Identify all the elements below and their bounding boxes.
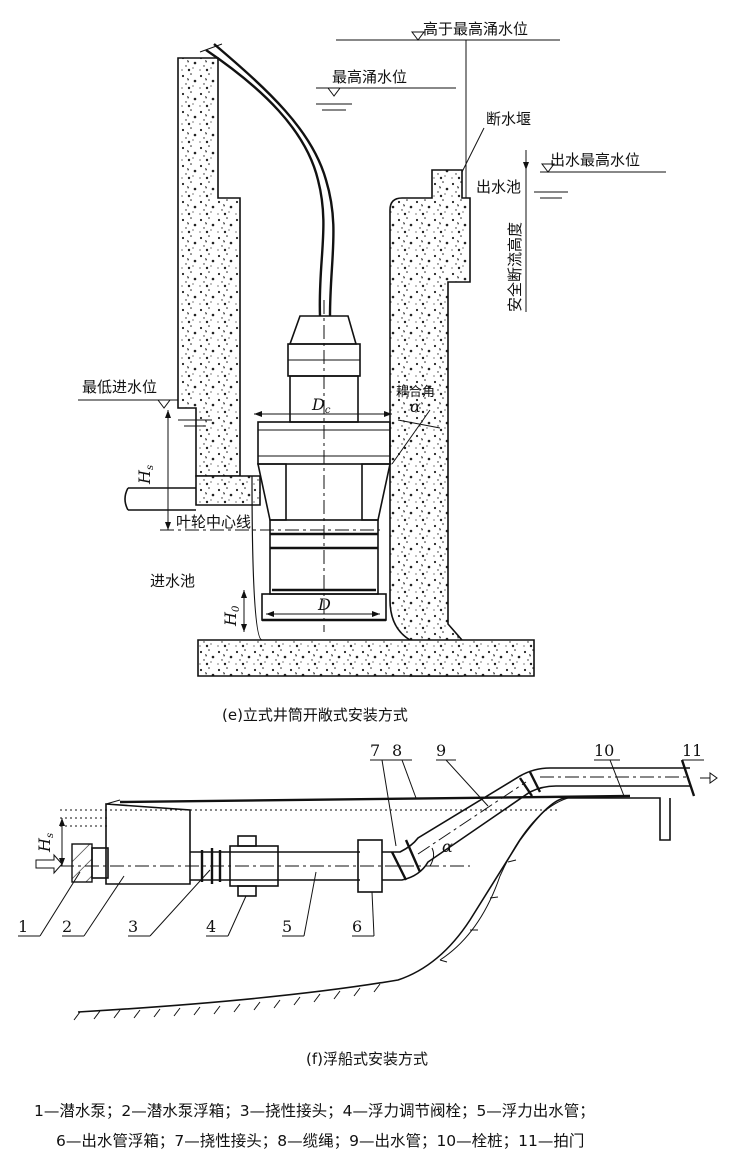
left-wall <box>177 57 241 477</box>
label-outlet-max: 出水最高水位 <box>550 151 640 169</box>
part-3: 3 <box>128 917 138 936</box>
figure-f: Hs α <box>18 741 718 1068</box>
part-4: 4 <box>206 917 216 936</box>
left-wall-lower <box>195 475 261 506</box>
label-hs-sub: s <box>145 465 156 470</box>
label-max-surge: 最高涌水位 <box>332 68 407 86</box>
caption-e: (e)立式井筒开敞式安装方式 <box>222 706 408 724</box>
floor-slab <box>197 639 535 677</box>
label-dc: D <box>311 395 325 414</box>
part-9: 9 <box>436 741 446 760</box>
river-bank <box>77 797 671 1013</box>
label-alpha-e: α <box>410 397 421 416</box>
svg-text:Hs: Hs <box>135 465 156 485</box>
label-inlet-pool: 进水池 <box>150 572 195 590</box>
label-dc-sub: c <box>325 405 331 416</box>
part-number-labels: 1 2 3 4 5 6 7 8 9 10 11 <box>18 741 704 937</box>
label-impeller-center: 叶轮中心线 <box>176 513 251 531</box>
label-alpha-f: α <box>442 837 453 856</box>
label-d: D <box>317 595 331 614</box>
part-2: 2 <box>62 917 72 936</box>
label-outlet-pool: 出水池 <box>476 178 521 196</box>
part-10: 10 <box>594 741 614 760</box>
svg-text:Dc: Dc <box>311 395 331 416</box>
part-5: 5 <box>282 917 292 936</box>
inner-well <box>251 475 263 641</box>
label-hs: H <box>135 469 154 485</box>
caption-f: (f)浮船式安装方式 <box>306 1050 428 1068</box>
part-6: 6 <box>352 917 362 936</box>
flap-gate <box>680 759 696 797</box>
outlet-pipe-float-box <box>357 839 383 893</box>
part-8: 8 <box>392 741 402 760</box>
label-safe-cutoff-height: 安全断流高度 <box>506 222 524 312</box>
right-wall <box>389 169 471 677</box>
figure-e: 高于最高涌水位 最高涌水位 断水堰 出水最高水位 出水池 安全断流高度 最低进水… <box>78 20 666 724</box>
part-1: 1 <box>18 917 28 936</box>
label-above-max-surge: 高于最高涌水位 <box>423 20 528 38</box>
pump-float-box <box>105 803 191 885</box>
label-hs-f: H <box>35 837 54 853</box>
svg-text:Hs: Hs <box>35 833 56 853</box>
label-h0: H <box>221 611 240 627</box>
legend-line-1: 1—潜水泵；2—潜水泵浮箱；3—挠性接头；4—浮力调节阀栓；5—浮力出水管； <box>34 1102 595 1120</box>
part-11: 11 <box>682 741 702 760</box>
legend-line-2: 6—出水管浮箱；7—挠性接头；8—缆绳；9—出水管；10—栓桩；11—拍门 <box>56 1132 584 1150</box>
label-h0-sub: 0 <box>231 605 242 612</box>
part-7: 7 <box>370 741 380 760</box>
label-min-inlet: 最低进水位 <box>82 378 157 396</box>
label-hs-f-sub: s <box>45 833 56 838</box>
svg-text:H0: H0 <box>221 605 242 627</box>
label-cutoff-weir: 断水堰 <box>486 110 531 128</box>
pump-f <box>71 843 93 883</box>
label-coupling-angle: 耦合角 <box>396 385 435 400</box>
